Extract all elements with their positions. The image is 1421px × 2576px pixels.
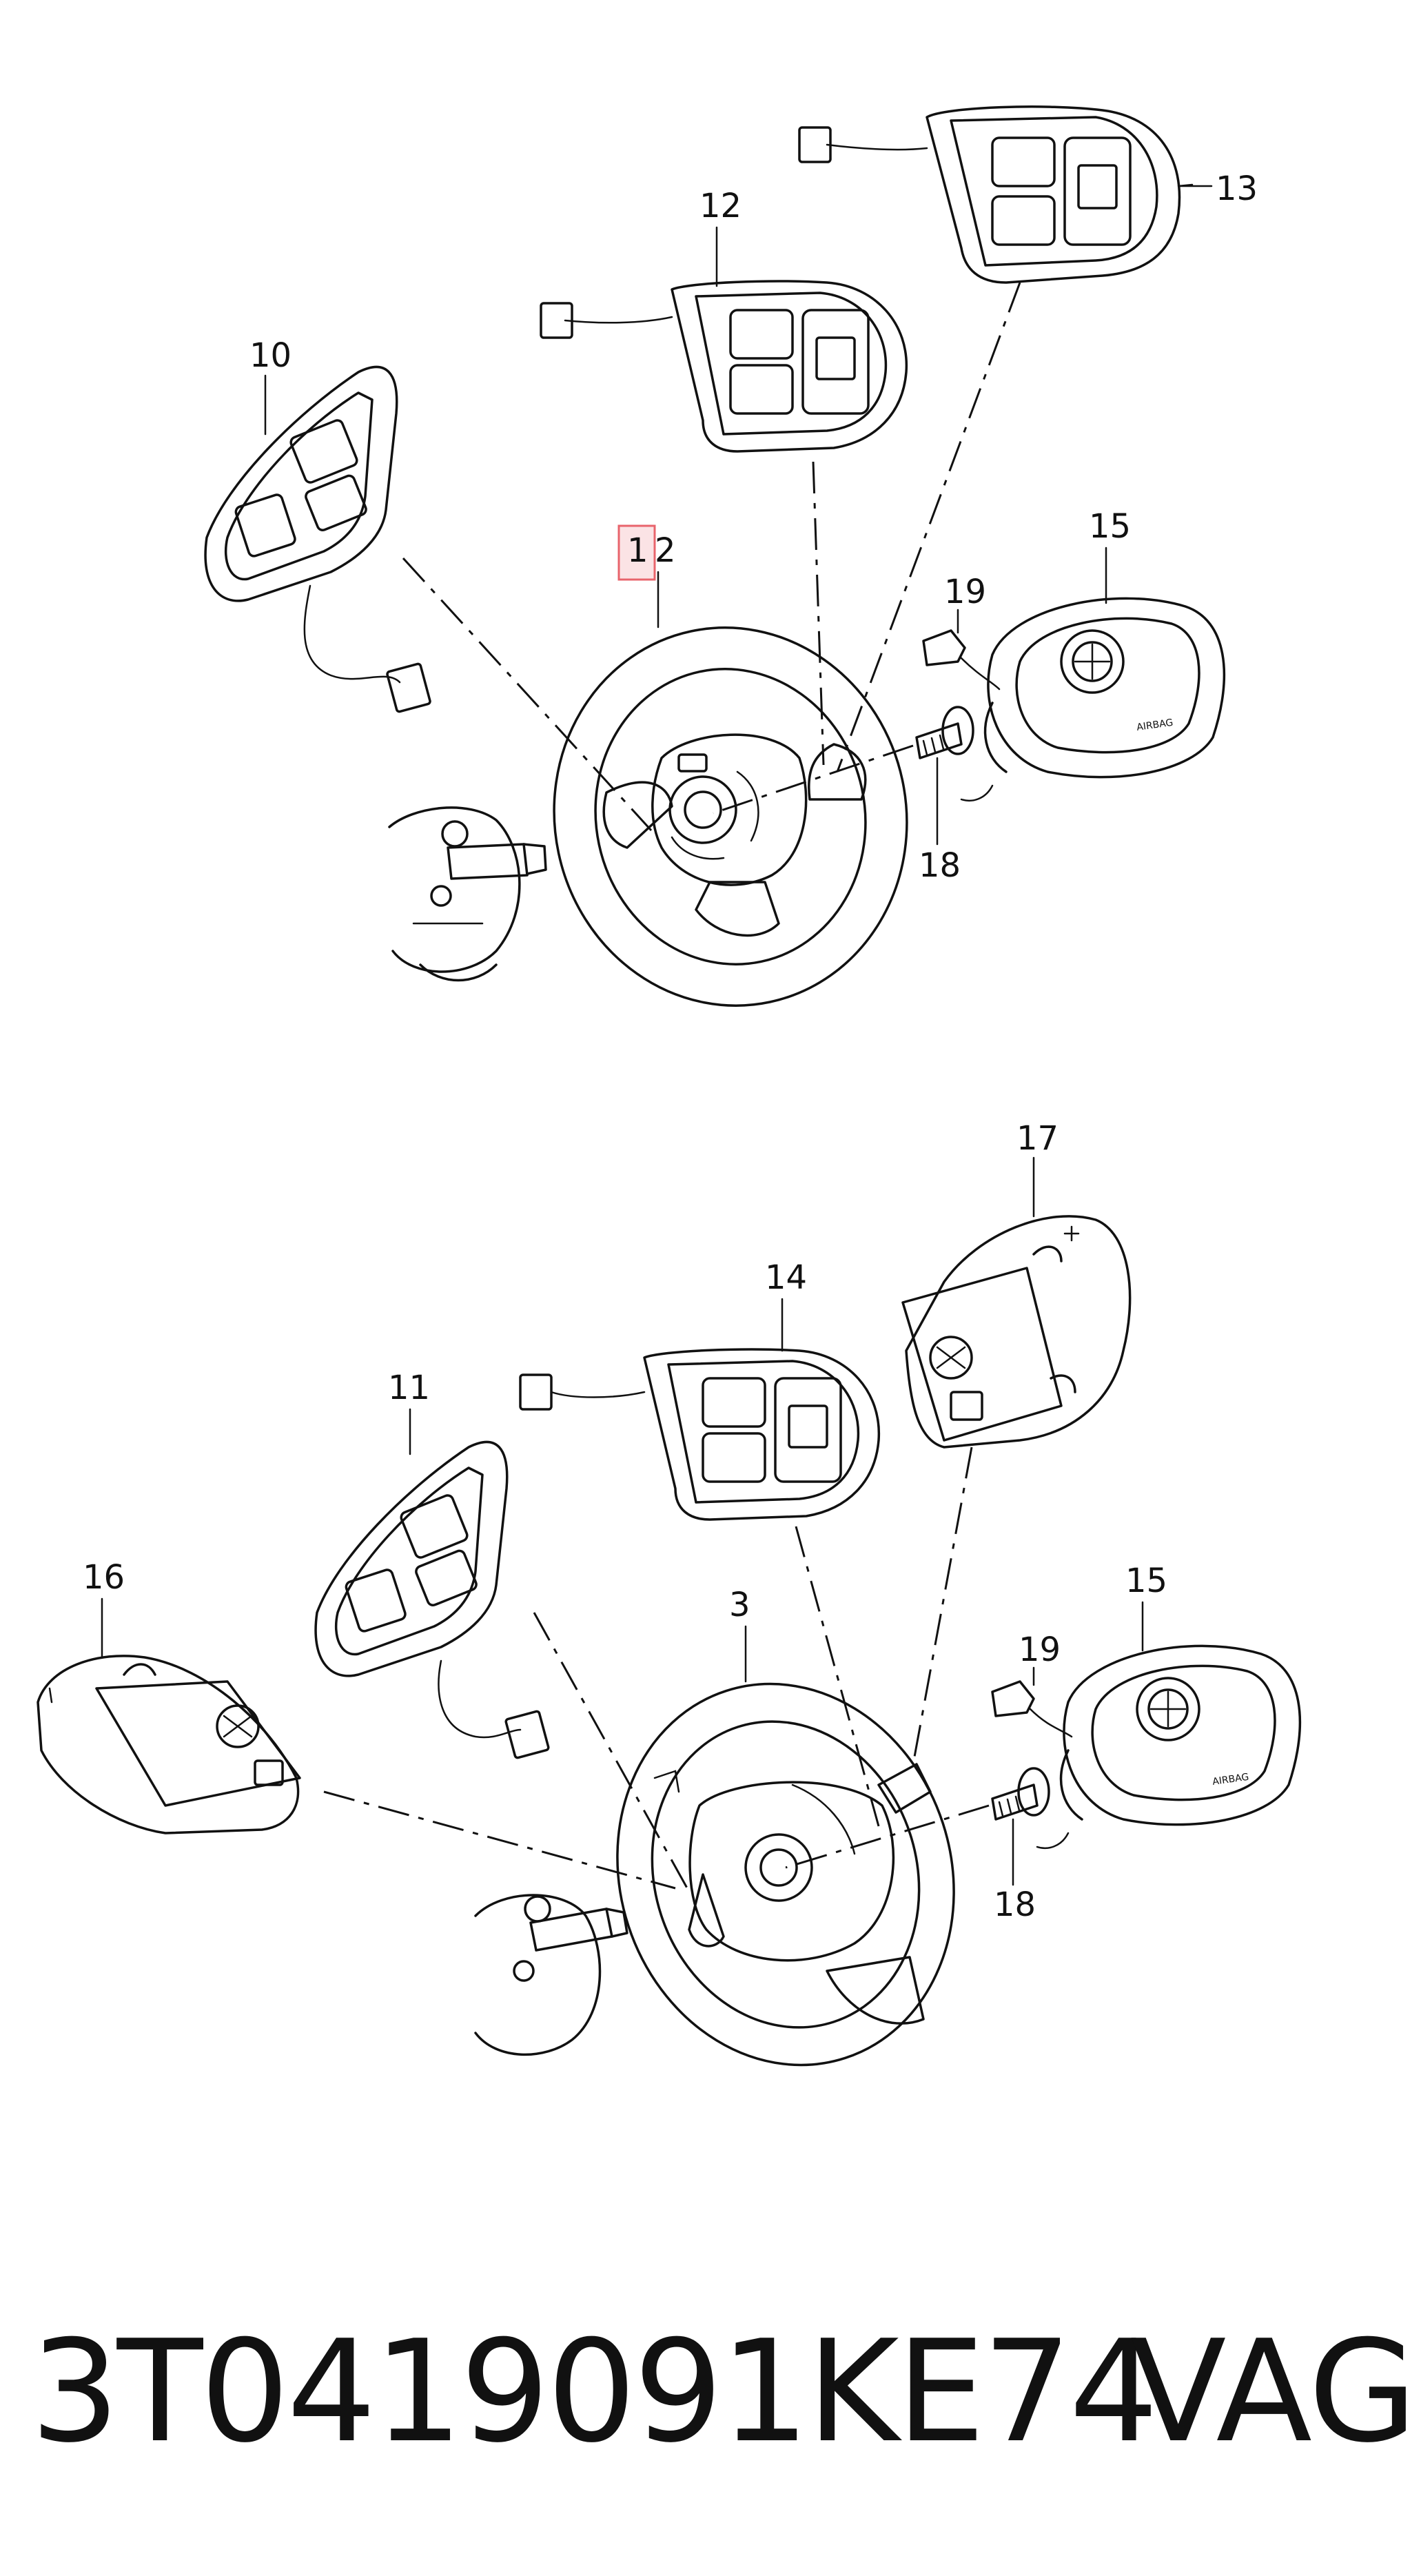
- leader-line-11: [533, 1612, 691, 1892]
- bolt-18-top: [915, 706, 994, 802]
- callout-12: 12: [699, 187, 742, 225]
- trim-cover-16: [37, 1655, 301, 1834]
- callout-3: 3: [729, 1586, 750, 1624]
- callout-14: 14: [765, 1258, 807, 1297]
- callout-18-top: 18: [919, 846, 961, 885]
- trim-cover-17: [901, 1215, 1132, 1449]
- leader-line-12: [812, 461, 825, 766]
- airbag-label-top: AIRBAG: [1136, 717, 1174, 733]
- highlight-box-item-1: [617, 524, 656, 581]
- leader-line-15-top: [713, 744, 914, 815]
- leader-line-16: [323, 1790, 676, 1890]
- callout-1: 1: [627, 531, 648, 570]
- part-number-label: 3T0419091KE74: [30, 2311, 1158, 2474]
- callout-16: 16: [83, 1558, 125, 1597]
- steering-wheel-buttons-10: [204, 365, 431, 713]
- airbag-15-top: AIRBAG: [983, 597, 1226, 779]
- airbag-15-bottom: AIRBAG: [1059, 1644, 1302, 1826]
- connector-clip-19-bottom: [991, 1680, 1073, 1738]
- bolt-18-bottom: [991, 1767, 1070, 1850]
- leader-line-10: [402, 557, 653, 832]
- callout-19-bottom: 19: [1019, 1631, 1061, 1669]
- callout-15-top: 15: [1089, 507, 1131, 546]
- airbag-label-bottom: AIRBAG: [1212, 1772, 1249, 1788]
- steering-wheel-bottom: [616, 1682, 955, 2067]
- callout-17: 17: [1016, 1119, 1059, 1158]
- steering-column-bottom: [474, 1894, 628, 2056]
- steering-wheel-buttons-14: [519, 1348, 881, 1521]
- leader-line-15-bottom: [785, 1804, 990, 1869]
- callout-2: 2: [655, 531, 676, 570]
- leader-line-17: [912, 1447, 973, 1765]
- callout-15-bottom: 15: [1125, 1562, 1167, 1600]
- steering-wheel-buttons-11: [314, 1440, 550, 1759]
- brand-label: VAG: [1130, 2311, 1418, 2474]
- callout-11: 11: [388, 1369, 430, 1407]
- callout-19-top: 19: [944, 573, 986, 611]
- steering-column-top: [388, 806, 547, 982]
- callout-13: 13: [1216, 170, 1258, 208]
- leader-line-14: [795, 1526, 880, 1827]
- callout-10: 10: [249, 336, 292, 375]
- connector-clip-19-top: [922, 629, 1001, 691]
- steering-wheel-buttons-13: [798, 105, 1194, 284]
- leader-line-13: [836, 282, 1021, 773]
- steering-wheel-buttons-12: [540, 280, 908, 453]
- steering-wheel-top: [553, 626, 908, 1007]
- callout-18-bottom: 18: [994, 1885, 1036, 1924]
